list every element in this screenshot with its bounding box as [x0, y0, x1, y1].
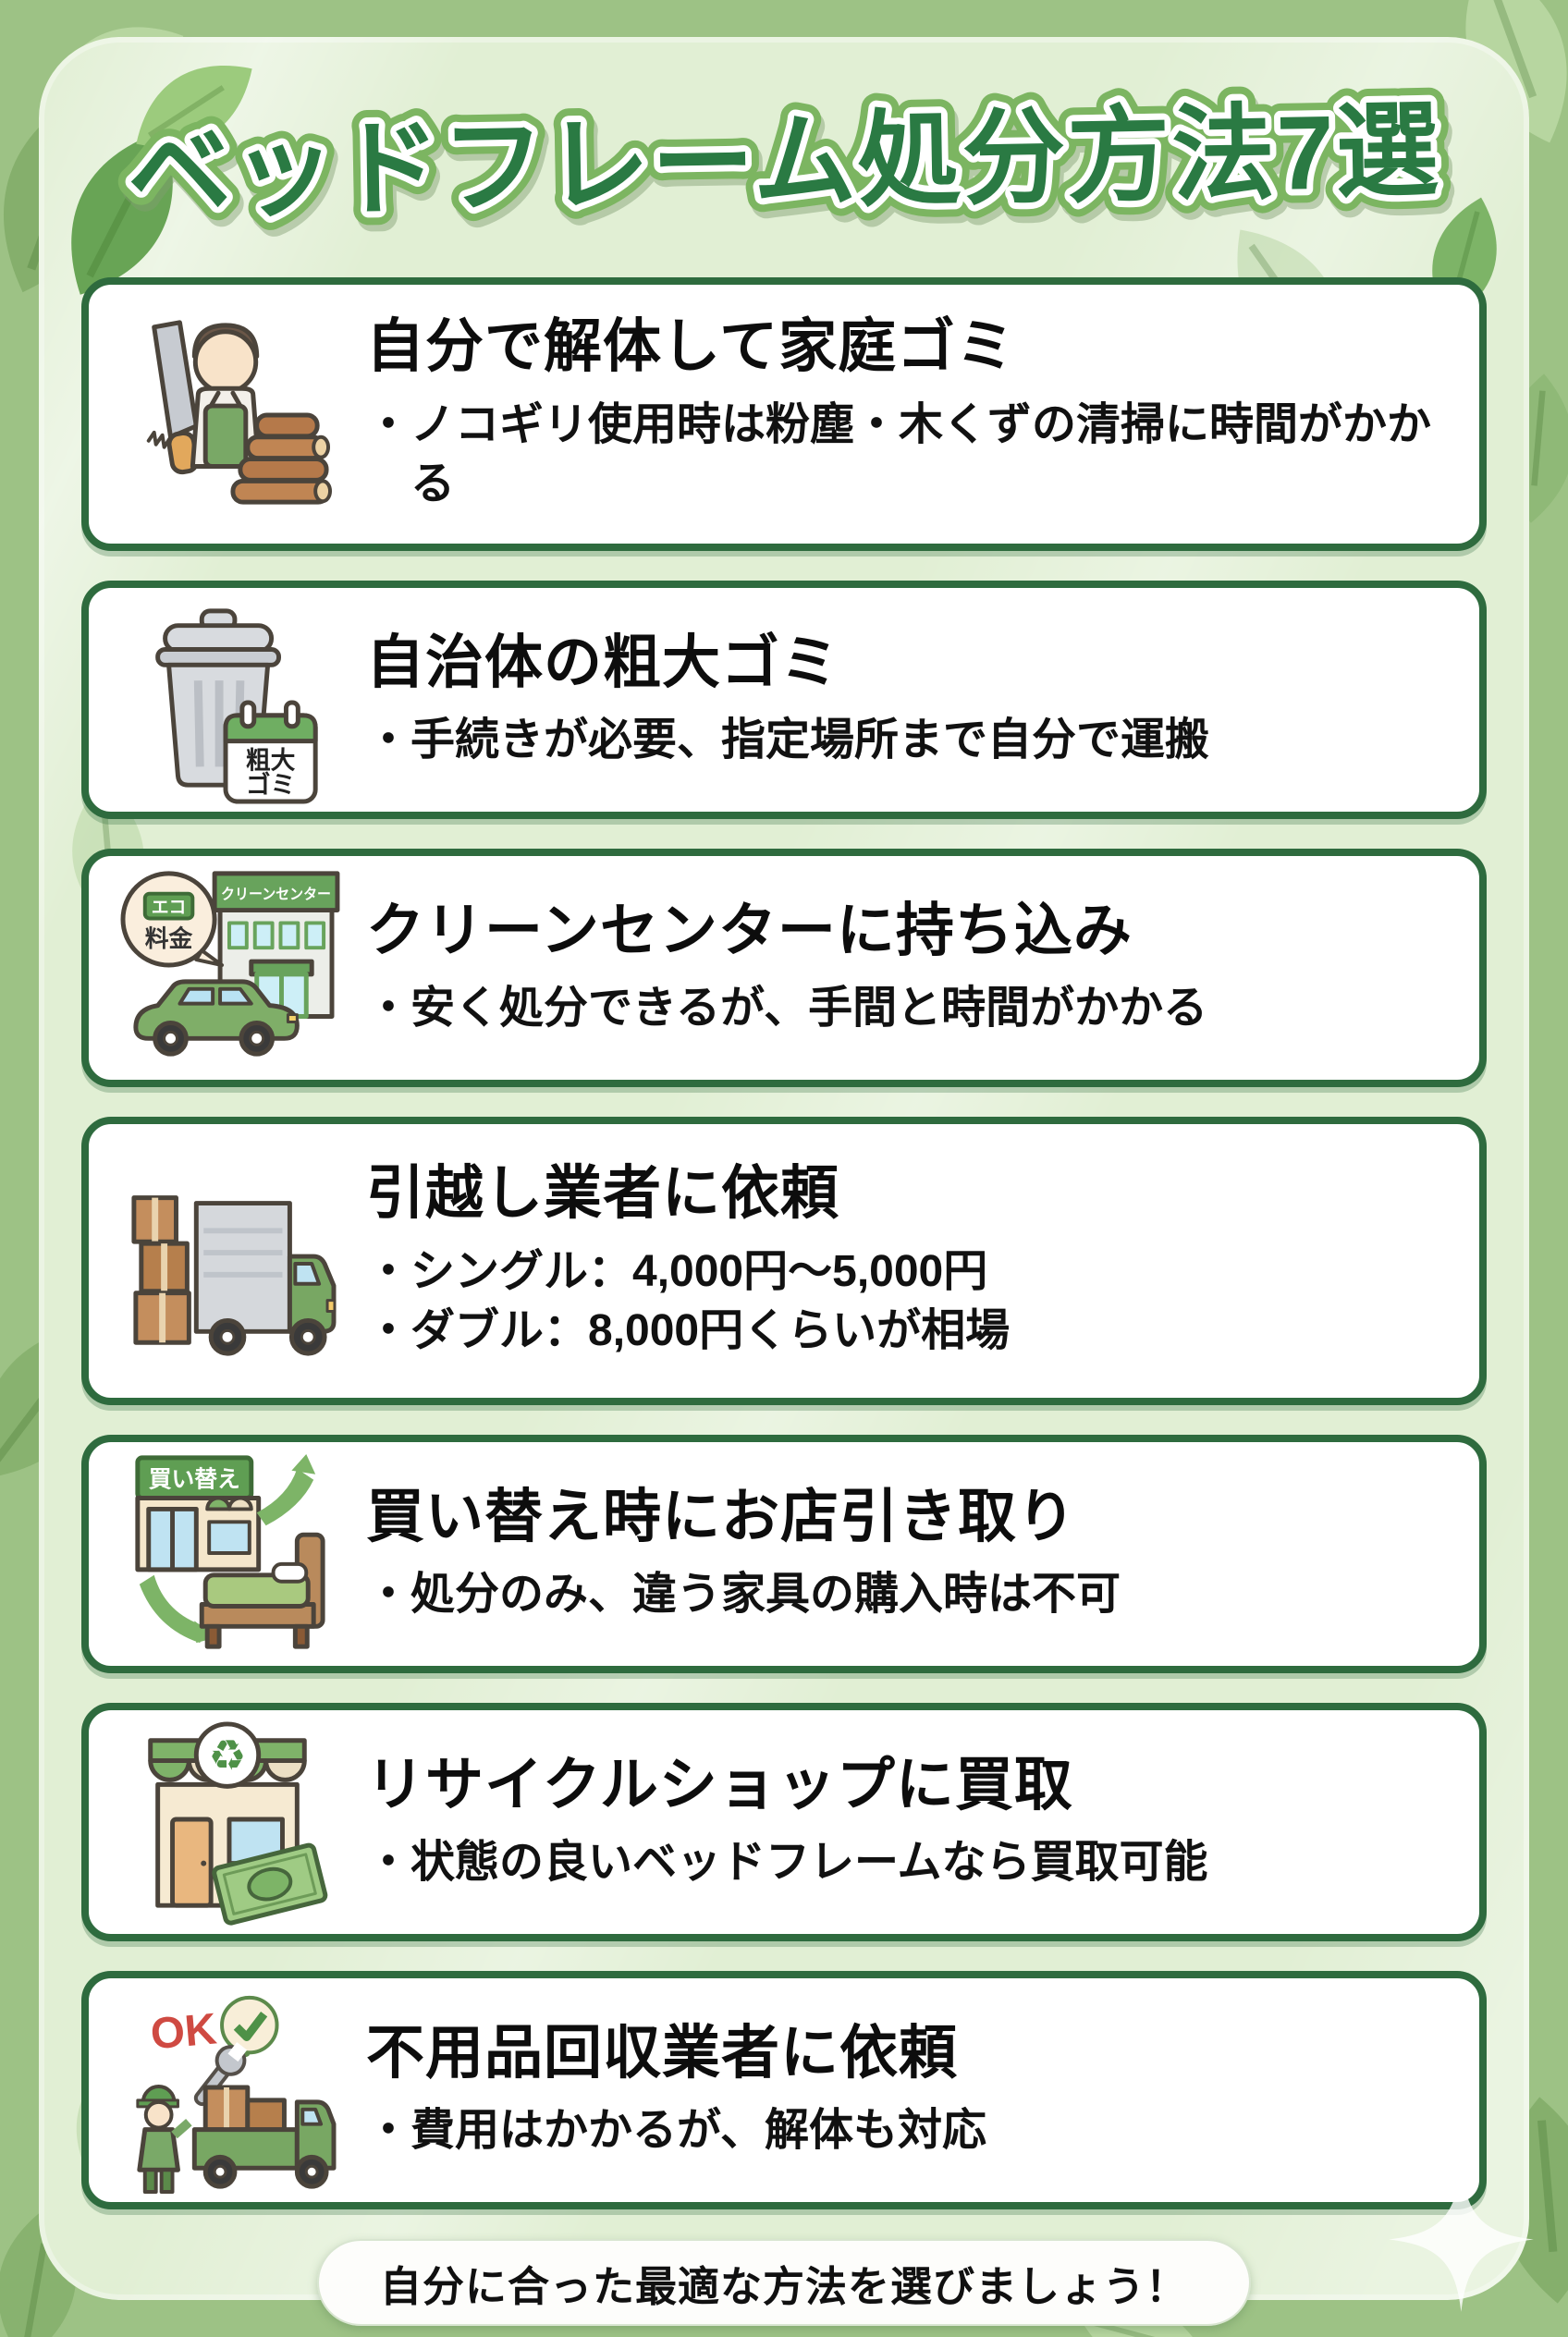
- method-card: 引越し業者に依頼 ・シングル：4,000円〜5,000円・ダブル：8,000円く…: [81, 1117, 1487, 1405]
- method-icon: OK: [89, 1985, 366, 2196]
- footer-banner: 自分に合った最適な方法を選びましょう！: [317, 2239, 1251, 2326]
- method-title: 引越し業者に依頼: [366, 1161, 839, 1227]
- method-bullet: ・安く処分できるが、手間と時間がかかる: [366, 984, 1208, 1034]
- method-texts: 自分で解体して家庭ゴミ ・ノコギリ使用時は粉塵・木くずの清掃に時間がかかる: [366, 297, 1479, 531]
- method-bullets: ・費用はかかるが、解体も対応: [366, 2101, 1453, 2160]
- method-card: 自分で解体して家庭ゴミ ・ノコギリ使用時は粉塵・木くずの清掃に時間がかかる: [81, 277, 1487, 551]
- footer-text: 自分に合った最適な方法を選びましょう！: [379, 2262, 1188, 2310]
- method-title: リサイクルショップに買取: [366, 1752, 1073, 1817]
- method-icon: [89, 1156, 366, 1366]
- method-icon: [89, 309, 366, 520]
- cards-list: 自分で解体して家庭ゴミ ・ノコギリ使用時は粉塵・木くずの清掃に時間がかかる 粗大…: [81, 277, 1487, 2209]
- svg-text:エコ: エコ: [152, 898, 187, 917]
- method-icon: クリーンセンター エコ 料金: [89, 863, 366, 1073]
- method-bullets: ・状態の良いベッドフレームなら買取可能: [366, 1833, 1453, 1892]
- method-bullets: ・処分のみ、違う家具の購入時は不可: [366, 1565, 1453, 1624]
- method-bullets: ・ノコギリ使用時は粉塵・木くずの清掃に時間がかかる: [366, 396, 1453, 515]
- method-icon: ♻: [89, 1717, 366, 1927]
- method-texts: リサイクルショップに買取 ・状態の良いベッドフレームなら買取可能: [366, 1735, 1479, 1910]
- method-bullets: ・手続きが必要、指定場所まで自分で運搬: [366, 711, 1453, 770]
- method-bullet: ・手続きが必要、指定場所まで自分で運搬: [366, 716, 1210, 765]
- store-trade-in-bed-icon: 買い替え: [135, 1453, 325, 1649]
- svg-text:ゴミ: ゴミ: [246, 770, 296, 799]
- method-card: OK 不用品回収業者に依頼 ・費用はかかるが: [81, 1971, 1487, 2209]
- trash-can-calendar-icon: 粗大 ゴミ: [155, 608, 318, 804]
- method-card: ♻ リサイクルショップに買取 ・状態の良いベッドフレームなら買取可能: [81, 1703, 1487, 1941]
- svg-text:クリーンセンター: クリーンセンター: [221, 887, 331, 903]
- method-bullets: ・安く処分できるが、手間と時間がかかる: [366, 979, 1453, 1038]
- method-icon: 買い替え: [89, 1449, 366, 1659]
- svg-text:料金: 料金: [145, 924, 193, 952]
- method-texts: 自治体の粗大ゴミ ・手続きが必要、指定場所まで自分で運搬: [366, 613, 1479, 788]
- method-title: 買い替え時にお店引き取り: [366, 1484, 1076, 1549]
- method-bullet: ・ノコギリ使用時は粉塵・木くずの清掃に時間がかかる: [366, 399, 1432, 509]
- method-title: 不用品回収業者に依頼: [366, 2020, 958, 2086]
- svg-text:♻: ♻: [209, 1731, 247, 1779]
- method-icon: 粗大 ゴミ: [89, 594, 366, 805]
- clean-center-car-icon: クリーンセンター エコ 料金: [120, 871, 340, 1057]
- method-title: 自治体の粗大ゴミ: [366, 630, 839, 695]
- page-title-text: ベッドフレーム処分方法7選: [127, 92, 1441, 232]
- moving-truck-boxes-icon: [131, 1195, 337, 1356]
- method-card: 買い替え 買い替え時にお店引き取り ・処分のみ、違う家具の購入時は不可: [81, 1435, 1487, 1673]
- method-card: 粗大 ゴミ 自治体の粗大ゴミ ・手続きが必要、指定場所まで自分で運搬: [81, 581, 1487, 819]
- svg-text:OK: OK: [149, 2004, 219, 2059]
- method-bullet: ・費用はかかるが、解体も対応: [366, 2106, 987, 2156]
- svg-text:買い替え: 買い替え: [149, 1467, 240, 1493]
- method-title: 自分で解体して家庭ゴミ: [366, 314, 1016, 380]
- method-card: クリーンセンター エコ 料金 クリーンセンターに持ち込み ・安く処分できるが、手…: [81, 849, 1487, 1087]
- method-title: クリーンセンターに持ち込み: [366, 898, 1133, 963]
- method-bullet: ・ダブル：8,000円くらいが相場: [366, 1306, 1011, 1356]
- method-texts: 不用品回収業者に依頼 ・費用はかかるが、解体も対応: [366, 2003, 1479, 2178]
- sparkle-icon: [1385, 2163, 1537, 2316]
- page-title: ベッドフレーム処分方法7選 ベッドフレーム処分方法7選 ベッドフレーム処分方法7…: [63, 57, 1505, 265]
- method-bullet: ・状態の良いベッドフレームなら買取可能: [366, 1838, 1208, 1888]
- method-bullet: ・処分のみ、違う家具の購入時は不可: [366, 1570, 1121, 1620]
- method-texts: 引越し業者に依頼 ・シングル：4,000円〜5,000円・ダブル：8,000円く…: [366, 1144, 1479, 1377]
- junk-collector-truck-icon: OK: [136, 1995, 337, 2195]
- method-bullets: ・シングル：4,000円〜5,000円・ダブル：8,000円くらいが相場: [366, 1242, 1453, 1362]
- method-bullet: ・シングル：4,000円〜5,000円: [366, 1246, 988, 1296]
- method-texts: 買い替え時にお店引き取り ・処分のみ、違う家具の購入時は不可: [366, 1467, 1479, 1642]
- method-texts: クリーンセンターに持ち込み ・安く処分できるが、手間と時間がかかる: [366, 881, 1479, 1056]
- recycle-shop-money-icon: ♻: [148, 1721, 328, 1926]
- svg-text:粗大: 粗大: [246, 746, 296, 774]
- person-sawing-wood-icon: [146, 320, 333, 505]
